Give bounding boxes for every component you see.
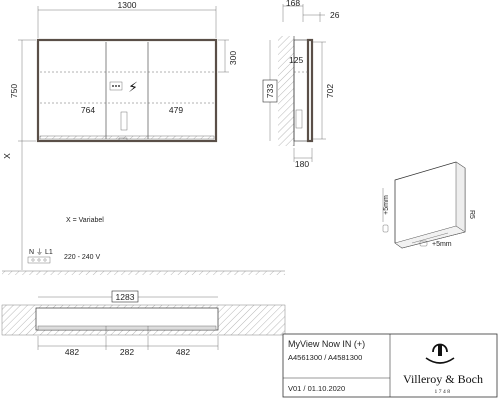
variable-note: X = Variabel (66, 217, 104, 224)
dim-shelf-125: 125 (289, 55, 303, 65)
electrical-notes: X = Variabel N ⏚ L1 220 - 240 V (27, 217, 104, 264)
dim-side-plus5mm: +5mm (383, 195, 390, 215)
product-name: MyView Now IN (+) (288, 339, 365, 349)
dim-bottom-plus5mm: +5mm (432, 241, 452, 248)
dim-479: 479 (169, 105, 183, 115)
socket-icon-3 (419, 240, 428, 247)
floor-line (2, 270, 285, 275)
version-date: V01 / 01.10.2020 (288, 384, 345, 393)
plan-view: 1283 482 282 482 (1, 290, 286, 357)
dim-variable-x: X (2, 153, 12, 159)
dim-height-750: 750 (9, 84, 19, 98)
dim-shelf-300: 300 (228, 51, 238, 65)
dim-depth-180: 180 (295, 159, 309, 169)
title-block: MyView Now IN (+) A4561300 / A4581300 V0… (282, 333, 498, 398)
voltage-label: 220 - 240 V (64, 254, 101, 261)
dim-corner-r5: R5 (468, 210, 475, 219)
brand-year: 1748 (435, 389, 452, 395)
dim-depth-168: 168 (286, 0, 300, 8)
brand-name: Villeroy & Boch (403, 372, 483, 386)
terminal-labels: N ⏚ L1 (29, 248, 53, 256)
dim-width-1300: 1300 (118, 0, 137, 10)
front-view: 1300 ⚡ 750 300 764 479 X (2, 0, 238, 270)
dim-seg-right-482: 482 (176, 347, 190, 357)
terminal-block-icon (27, 256, 51, 264)
socket-icon (109, 81, 123, 91)
article-numbers: A4561300 / A4581300 (288, 353, 362, 362)
brand-logo-icon (425, 343, 455, 364)
light-icon: ⚡ (128, 80, 138, 96)
dim-764: 764 (81, 105, 95, 115)
side-view: 168 26 733 125 702 180 (262, 0, 340, 169)
socket-icon-2 (382, 224, 389, 233)
dim-width-1283: 1283 (116, 292, 135, 302)
dim-inner-702: 702 (325, 84, 335, 98)
dim-offset-26: 26 (330, 10, 340, 20)
dim-seg-left-482: 482 (65, 347, 79, 357)
perspective-niche: +5mm +5mm R5 (382, 161, 475, 249)
dim-seg-mid-282: 282 (120, 347, 134, 357)
dim-height-733: 733 (265, 84, 275, 98)
